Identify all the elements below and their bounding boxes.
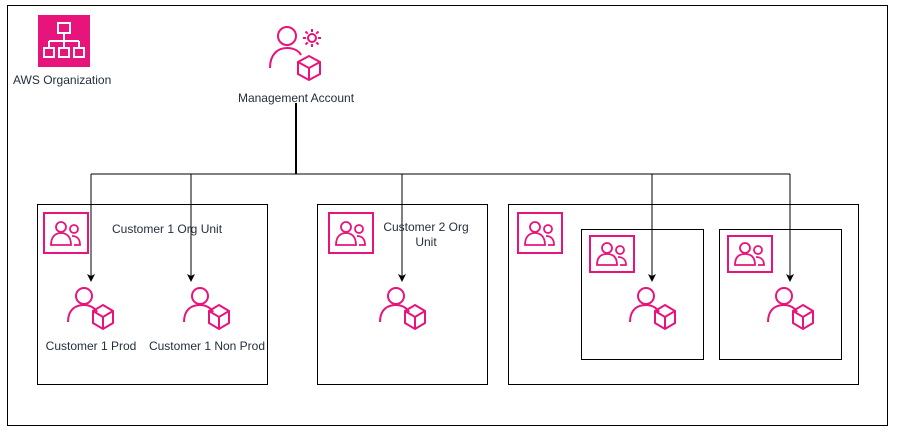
org-unit-2-label-line1: Customer 2 Org xyxy=(383,220,469,234)
org-unit-icon xyxy=(43,212,89,254)
org-unit-icon xyxy=(517,212,563,254)
nested-unit-a-box xyxy=(581,229,704,360)
organization-boundary xyxy=(7,5,888,426)
org-unit-3-box xyxy=(508,204,859,385)
member-account-icon xyxy=(767,287,814,331)
member-account-icon xyxy=(67,287,114,331)
account-label-customer-1-prod: Customer 1 Prod xyxy=(45,339,137,353)
organization-label: AWS Organization xyxy=(13,73,112,87)
member-account-icon xyxy=(629,287,676,331)
org-unit-1-box xyxy=(37,204,268,385)
org-unit-2-box xyxy=(317,204,488,385)
management-account-label: Management Account xyxy=(237,91,355,105)
member-account-icon xyxy=(379,287,426,331)
org-unit-icon xyxy=(328,212,374,254)
connector-lines xyxy=(87,103,794,282)
account-label-customer-1-non-prod: Customer 1 Non Prod xyxy=(148,339,266,353)
management-account-icon xyxy=(269,26,321,82)
org-unit-1-label: Customer 1 Org Unit xyxy=(112,222,223,236)
nested-unit-b-box xyxy=(719,229,842,360)
org-unit-icon xyxy=(589,235,635,273)
member-account-icon xyxy=(183,287,230,331)
org-unit-icon xyxy=(727,235,773,273)
org-unit-2-label-line2: Unit xyxy=(415,235,437,249)
aws-organizations-icon xyxy=(38,15,90,67)
